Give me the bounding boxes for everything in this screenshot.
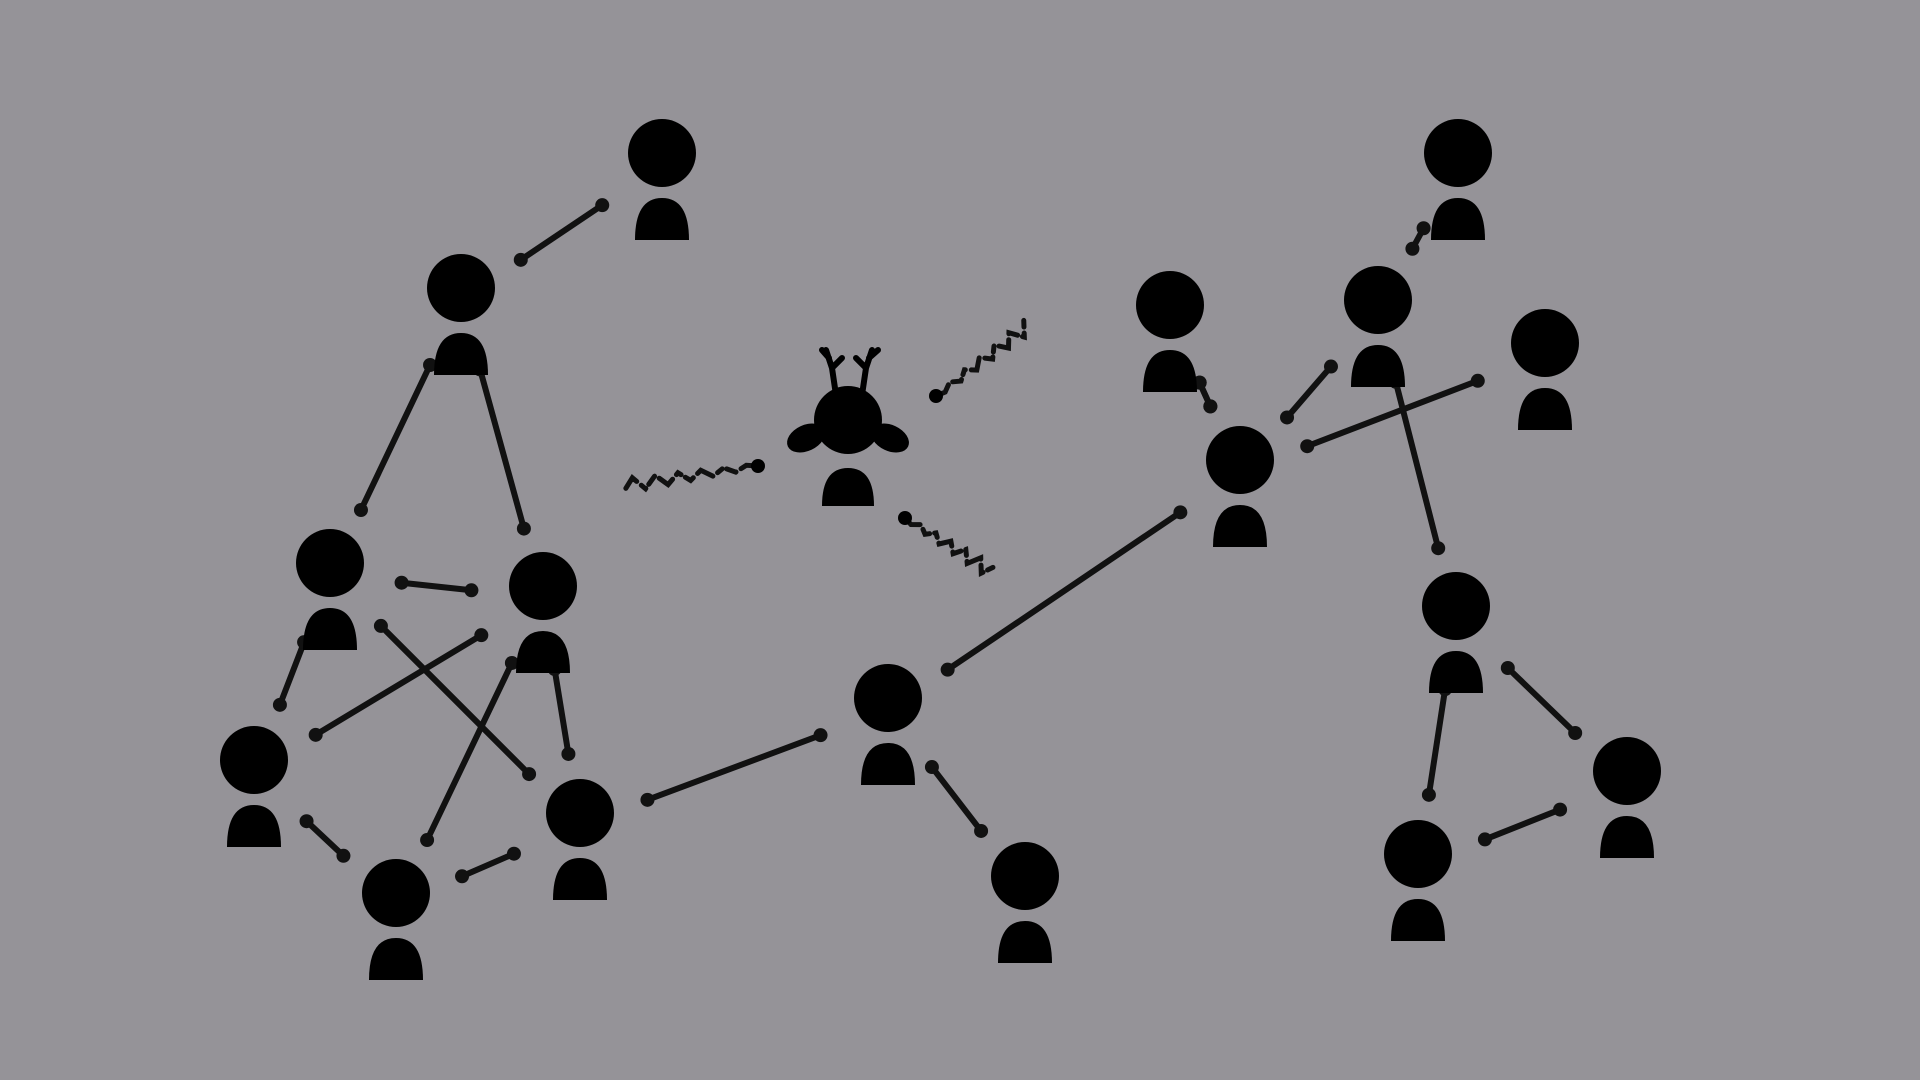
deer-body-icon [822,468,874,506]
connection-p18-p20 [1477,802,1568,847]
connection-p4-p7 [547,662,576,761]
person-icon [296,529,364,650]
person-body [1213,505,1267,547]
person-head [296,529,364,597]
connection-p7-p8 [640,728,828,807]
connection-p12-p13 [1280,359,1338,425]
person-icon [1424,119,1492,240]
connection-p3-p5 [272,635,312,712]
person-body [1431,198,1485,240]
connection-p17-p18 [1500,660,1583,741]
person-head [854,664,922,732]
person-head [220,726,288,794]
person-body [303,608,357,650]
person-icon [854,664,922,785]
person-body [1391,899,1445,941]
broken-connection-upper-right [929,317,1027,403]
connection-p8-p9 [924,760,989,838]
person-head [509,552,577,620]
person-head [628,119,696,187]
person-head [427,254,495,322]
person-icon [546,779,614,900]
person-body [1429,651,1483,693]
person-icon [1422,572,1490,693]
person-icon [1384,820,1452,941]
person-head [1511,309,1579,377]
connection-p12-p15 [1300,373,1485,454]
person-icon [1136,271,1204,392]
person-body [553,858,607,900]
connection-p5-p6 [299,814,351,863]
person-body [434,333,488,375]
person-head [1422,572,1490,640]
connection-p17-p19 [1421,682,1453,802]
person-icon [1344,266,1412,387]
connection-p3-p7 [373,618,537,782]
antlers-icon [819,347,881,398]
person-head [1424,119,1492,187]
person-body [1518,388,1572,430]
person-head [1206,426,1274,494]
person-head [991,842,1059,910]
person-icon [509,552,577,673]
person-head [1344,266,1412,334]
person-icon [427,254,495,375]
person-body [1143,350,1197,392]
connection-p13-p14 [1405,221,1431,256]
person-icon [220,726,288,847]
connections-layer [272,198,1583,884]
person-icon [1511,309,1579,430]
broken-connection-left [620,459,765,496]
connection-p4-p5 [308,628,489,742]
person-body [998,921,1052,963]
person-icon [1593,737,1661,858]
person-icon [362,859,430,980]
person-icon [1206,426,1274,547]
person-icon [628,119,696,240]
connection-p1-p2 [513,198,610,267]
person-head [1593,737,1661,805]
broken-connections-layer [620,317,1027,578]
person-body [369,938,423,980]
connection-p8-p10 [940,505,1188,677]
people-layer [220,119,1661,980]
person-head [1136,271,1204,339]
person-head [1384,820,1452,888]
person-body [635,198,689,240]
connection-p2-p3 [353,358,438,517]
connection-p4-p6 [420,655,519,848]
connection-p3-p4 [394,575,479,598]
connection-p2-p4 [473,362,531,536]
connection-p6-p7 [455,846,521,884]
person-icon [991,842,1059,963]
person-body [227,805,281,847]
deer-head-icon [787,386,909,454]
person-body [516,631,570,673]
person-head [362,859,430,927]
person-body [1600,816,1654,858]
broken-connection-lower-right [898,511,999,578]
person-body [861,743,915,785]
deer-node [787,347,909,506]
person-head [546,779,614,847]
person-body [1351,345,1405,387]
